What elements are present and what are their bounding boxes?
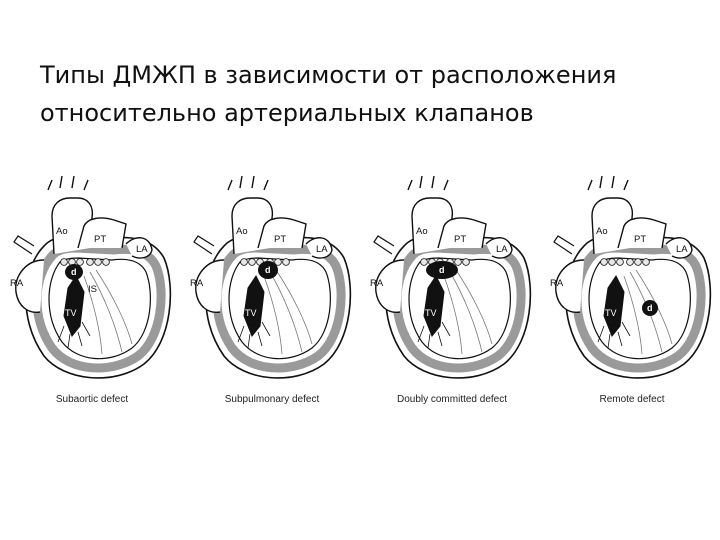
valve-leaflet-3	[616, 258, 624, 266]
ao-label: Ao	[236, 226, 248, 237]
vena-cava-shape	[13, 235, 35, 255]
tricuspid-valve	[243, 275, 265, 337]
left-atrium-shape	[485, 237, 513, 259]
pulmonary-trunk-vessel	[617, 217, 667, 249]
valve-leaflet-4	[86, 258, 94, 266]
chordae-tendineae	[237, 321, 271, 349]
defect-hole	[642, 300, 658, 316]
left-atrium-shape	[305, 237, 333, 259]
valve-leaflet-3	[76, 258, 84, 266]
valve-leaflet-6	[642, 258, 650, 266]
caption-doubly-committed: Doubly committed defect	[396, 394, 508, 405]
tv-label: TV	[65, 308, 77, 318]
la-label: LA	[316, 244, 328, 255]
valve-leaflet-2	[248, 258, 256, 266]
pt-label: PT	[634, 234, 646, 245]
pt-label: PT	[94, 234, 106, 245]
ra-label: RA	[190, 278, 204, 289]
septal-trabeculations	[83, 269, 133, 355]
ra-label: RA	[550, 278, 564, 289]
valve-leaflet-1	[420, 258, 428, 266]
tv-label: TV	[245, 308, 257, 318]
pulmonary-trunk-vessel	[437, 217, 487, 249]
pulmonary-trunk-vessel	[77, 217, 127, 249]
valve-leaflet-6	[102, 258, 110, 266]
right-atrium-shape	[555, 259, 585, 313]
tv-label: TV	[425, 308, 437, 318]
pt-label: PT	[274, 234, 286, 245]
septal-trabeculations	[443, 269, 493, 355]
valve-leaflet-6	[462, 258, 470, 266]
defect-label: d	[439, 265, 445, 275]
is-label: IS	[88, 284, 97, 295]
caption-remote: Remote defect	[599, 394, 665, 405]
aortic-arch-branches	[407, 176, 449, 191]
ao-label: Ao	[596, 226, 608, 237]
ao-label: Ao	[416, 226, 428, 237]
valve-leaflet-6	[282, 258, 290, 266]
vena-cava-shape	[553, 235, 575, 255]
aortic-arch-branches	[47, 176, 89, 191]
valve-leaflet-2	[608, 258, 616, 266]
left-atrium-shape	[125, 237, 153, 259]
caption-subpulmonary: Subpulmonary defect	[224, 394, 320, 405]
right-atrium-shape	[375, 259, 405, 313]
tricuspid-valve	[603, 275, 625, 337]
vena-cava-shape	[373, 235, 395, 255]
valve-leaflet-1	[600, 258, 608, 266]
ra-label: RA	[10, 278, 24, 289]
defect-hole	[65, 264, 83, 280]
pt-label: PT	[454, 234, 466, 245]
title-line-1: Типы ДМЖП в зависимости от расположения	[40, 61, 617, 89]
right-atrium-shape	[15, 259, 45, 313]
defect-label: d	[265, 265, 271, 275]
defect-hole	[426, 261, 458, 279]
defect-label: d	[71, 267, 77, 277]
valve-leaflet-5	[94, 258, 102, 266]
valve-leaflet-5	[454, 258, 462, 266]
valve-leaflet-1	[240, 258, 248, 266]
la-label: LA	[676, 244, 688, 255]
vena-cava-shape	[193, 235, 215, 255]
ao-label: Ao	[56, 226, 68, 237]
chordae-tendineae	[417, 321, 451, 349]
tv-label: TV	[605, 308, 617, 318]
caption-subaortic: Subaortic defect	[55, 394, 129, 405]
pulmonary-trunk-vessel	[257, 217, 307, 249]
title-line-2: относительно артериальных клапанов	[40, 99, 534, 127]
valve-leaflet-5	[634, 258, 642, 266]
la-label: LA	[136, 244, 148, 255]
valve-leaflet-1	[60, 258, 68, 266]
valve-leaflet-4	[626, 258, 634, 266]
aortic-arch-branches	[587, 176, 629, 191]
right-atrium-shape	[195, 259, 225, 313]
left-atrium-shape	[665, 237, 693, 259]
aortic-arch-branches	[227, 176, 269, 191]
defect-label: d	[647, 303, 653, 313]
slide-title: Типы ДМЖП в зависимости от расположения …	[40, 56, 700, 132]
valve-leaflet-5	[274, 258, 282, 266]
defect-hole	[258, 261, 278, 279]
ra-label: RA	[370, 278, 384, 289]
septal-trabeculations	[263, 269, 313, 355]
chordae-tendineae	[57, 321, 91, 349]
la-label: LA	[496, 244, 508, 255]
chordae-tendineae	[597, 321, 631, 349]
